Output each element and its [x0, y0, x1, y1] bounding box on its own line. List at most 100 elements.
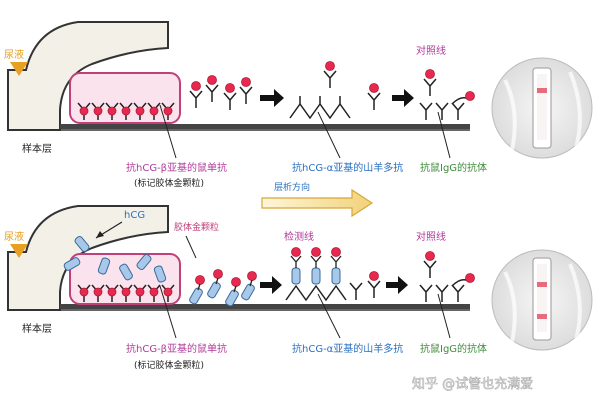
- hcg-antigen: [97, 257, 111, 275]
- gold-bead: [369, 83, 379, 93]
- strip-base-bottom: [60, 304, 470, 309]
- control-band-top-photo: [537, 88, 547, 93]
- gold-particle-label: 胶体金颗粒: [174, 221, 219, 233]
- gold-antibody: [310, 255, 322, 268]
- gold-bead: [93, 106, 103, 116]
- gold-bead: [121, 287, 131, 297]
- gold-bead: [135, 106, 145, 116]
- test-strip-photo-bottom: [491, 249, 593, 351]
- gold-bead: [225, 83, 235, 93]
- urine-arrow-top: [10, 62, 28, 76]
- gold-antibody: [330, 255, 342, 268]
- free-gold-antibody: [367, 271, 381, 298]
- anti-igg-antibody: [451, 102, 465, 120]
- gold-label-note-top: (标记胶体金颗粒): [134, 177, 204, 189]
- test-zone-bottom: [285, 247, 363, 302]
- gold-bead: [79, 287, 89, 297]
- gold-bead: [247, 271, 257, 281]
- hcg-antigen: [136, 254, 152, 270]
- anti-igg-label-top: 抗鼠IgG的抗体: [420, 161, 487, 174]
- control-line-label-bottom: 对照线: [416, 230, 446, 243]
- antibody-link: [249, 279, 253, 287]
- anti-igg-label-bottom: 抗鼠IgG的抗体: [420, 342, 487, 355]
- gold-bead: [325, 61, 335, 71]
- test-strip-photo-top: [491, 57, 593, 159]
- hcg-antigen: [74, 236, 90, 252]
- urine-arrow-bottom: [10, 244, 28, 258]
- captured-gold-antibody: [423, 69, 437, 96]
- gold-bead: [93, 287, 103, 297]
- captured-hcg-antigen: [331, 267, 341, 285]
- bottom-panel: 尿液 hCG 胶体金颗粒 检测线 对照线 样本层 抗hCG-β亚基的鼠单抗 (标…: [4, 205, 487, 371]
- gold-bead: [79, 106, 89, 116]
- captured-hcg-antigen: [291, 267, 301, 285]
- gold-bead: [107, 287, 117, 297]
- pad-antibodies-bottom: [77, 284, 175, 302]
- sample-layer-label-bottom: 样本层: [22, 322, 52, 335]
- gold-bead: [425, 251, 435, 261]
- hcg-antigen: [241, 283, 255, 301]
- top-panel: 尿液 样本层 对照线 抗hCG-β亚基的鼠单抗 (标记胶体金颗粒) 抗hCG-α…: [4, 21, 487, 189]
- gold-bead: [331, 247, 341, 257]
- urine-label-top: 尿液: [4, 48, 24, 61]
- goat-antibody-line-top: [289, 96, 351, 120]
- anti-igg-antibody: [435, 284, 449, 302]
- gold-bead: [149, 287, 159, 297]
- mouse-antibody-label-bottom: 抗hCG-β亚基的鼠单抗: [126, 342, 227, 355]
- gold-bead: [231, 277, 241, 287]
- free-gold-antibody: [323, 61, 337, 88]
- gold-bead: [163, 287, 173, 297]
- anti-igg-antibody: [419, 102, 433, 120]
- control-line-label-top: 对照线: [416, 44, 446, 57]
- gold-bead: [149, 106, 159, 116]
- anti-igg-antibody: [419, 284, 433, 302]
- watermark: 知乎 @试管也充满爱: [412, 376, 533, 392]
- gold-antibody: [290, 255, 302, 268]
- antibody-link: [197, 283, 201, 291]
- anti-igg-antibody: [451, 284, 465, 302]
- flow-arrow-bottom-2: [386, 276, 408, 294]
- control-band-bottom-photo: [537, 282, 547, 287]
- gold-bead: [107, 106, 117, 116]
- test-band-bottom-photo: [537, 314, 547, 319]
- hcg-antigen: [119, 263, 133, 281]
- captured-gold-antibody: [423, 251, 437, 278]
- free-complexes-bottom: [189, 269, 257, 307]
- pad-antibodies-top: [77, 102, 175, 120]
- goat-antibody: [349, 282, 363, 300]
- free-gold-antibody: [367, 83, 381, 110]
- free-gold-antibodies-top: [189, 75, 253, 110]
- gold-bead: [207, 75, 217, 85]
- hcg-antigen: [225, 289, 239, 307]
- sample-layer-label-top: 样本层: [22, 142, 52, 155]
- antibody-link: [233, 285, 237, 293]
- mouse-antibody-label-top: 抗hCG-β亚基的鼠单抗: [126, 161, 227, 174]
- flow-direction-label: 层析方向: [274, 181, 310, 193]
- strip-base-top: [60, 124, 470, 129]
- gold-bead: [291, 247, 301, 257]
- free-gold-antibody: [205, 75, 219, 102]
- gold-label-note-bottom: (标记胶体金颗粒): [134, 359, 204, 371]
- control-zone-bottom: [367, 251, 475, 302]
- flow-arrow-bottom-1: [260, 276, 282, 294]
- gold-bead: [195, 275, 205, 285]
- gold-bead: [369, 271, 379, 281]
- flow-direction-arrow: 层析方向: [261, 181, 374, 218]
- gold-bead: [425, 69, 435, 79]
- gold-bead: [191, 81, 201, 91]
- sample-layer-shape-top: [7, 21, 169, 131]
- free-gold-antibody: [189, 81, 203, 108]
- gold-bead: [311, 247, 321, 257]
- hcg-antigen: [153, 265, 167, 283]
- hcg-antigen: [189, 287, 203, 305]
- gold-bead: [465, 91, 475, 101]
- goat-antibody-label-bottom: 抗hCG-α亚基的山羊多抗: [292, 342, 403, 355]
- goat-antibody-zigzag: [285, 284, 347, 302]
- gold-bead: [465, 273, 475, 283]
- gold-bead: [121, 106, 131, 116]
- flow-arrow-top-1: [260, 89, 284, 107]
- gold-bead: [163, 106, 173, 116]
- test-line-label: 检测线: [284, 230, 314, 243]
- captured-hcg-antigen: [311, 267, 321, 285]
